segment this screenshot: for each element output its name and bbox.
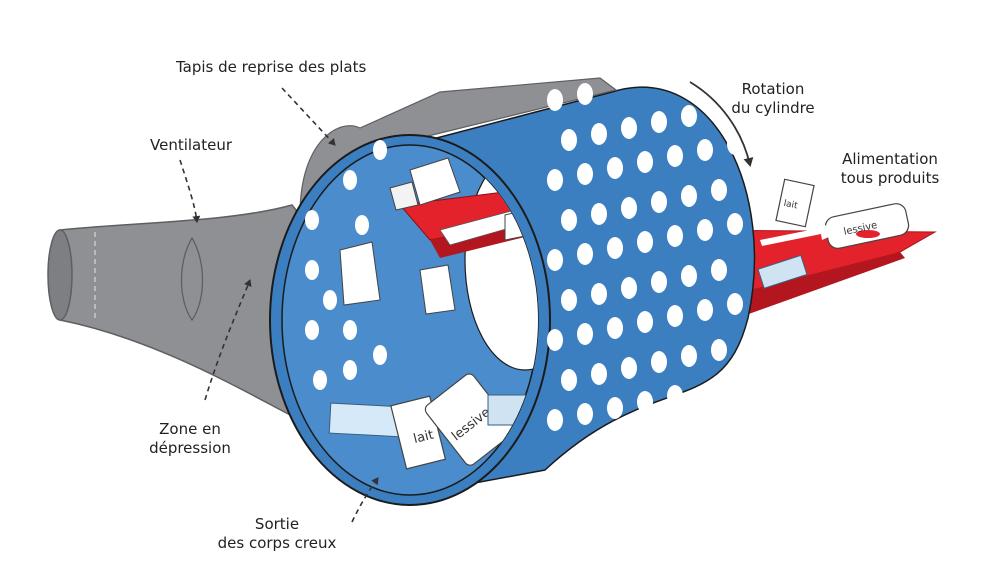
- cylinder-hole: [561, 289, 577, 311]
- cylinder-hole: [621, 357, 637, 379]
- cylinder-hole: [547, 89, 563, 111]
- cylinder-hole: [561, 129, 577, 151]
- interior-hole: [305, 320, 319, 340]
- interior-hole: [305, 260, 319, 280]
- cylinder-hole: [651, 271, 667, 293]
- interior-hole: [343, 170, 357, 190]
- cylinder-hole: [591, 203, 607, 225]
- cylinder-hole: [667, 145, 683, 167]
- cylinder-hole: [711, 259, 727, 281]
- sortie-label: Sortie des corps creux: [192, 515, 362, 553]
- cylinder-hole: [577, 323, 593, 345]
- cylinder-hole: [697, 219, 713, 241]
- cylinder-hole: [621, 117, 637, 139]
- cylinder-hole: [711, 339, 727, 361]
- cylinder-hole: [637, 231, 653, 253]
- cylinder-hole: [697, 139, 713, 161]
- rotation-label: Rotation du cylindre: [708, 80, 838, 118]
- interior-hole: [355, 215, 369, 235]
- cylinder-hole: [607, 397, 623, 419]
- cylinder-hole: [667, 305, 683, 327]
- cylinder-hole: [577, 243, 593, 265]
- zone-label: Zone en dépression: [135, 420, 245, 458]
- ventilateur-label: Ventilateur: [150, 136, 232, 155]
- alimentation-label: Alimentation tous produits: [815, 150, 965, 188]
- cylinder-hole: [591, 283, 607, 305]
- cylinder-hole: [621, 197, 637, 219]
- cylinder-hole: [681, 265, 697, 287]
- interior-hole: [373, 140, 387, 160]
- cylinder-hole: [727, 293, 743, 315]
- cylinder-hole: [651, 351, 667, 373]
- cylinder-hole: [667, 385, 683, 407]
- tapis-arrow: [282, 88, 335, 145]
- cylinder-hole: [547, 329, 563, 351]
- cylinder-hole: [651, 111, 667, 133]
- cylinder-hole: [621, 277, 637, 299]
- ventilator-duct: [48, 205, 300, 420]
- interior-hole: [373, 345, 387, 365]
- interior-hole: [305, 210, 319, 230]
- cylinder-hole: [711, 179, 727, 201]
- cylinder-hole: [547, 249, 563, 271]
- cylinder-hole: [637, 311, 653, 333]
- cylinder-hole: [547, 409, 563, 431]
- interior-hole: [343, 320, 357, 340]
- cylinder-hole: [577, 403, 593, 425]
- tapis-label: Tapis de reprise des plats: [176, 58, 366, 77]
- interior-hole: [313, 370, 327, 390]
- cylinder-hole: [667, 225, 683, 247]
- cylinder-hole: [591, 123, 607, 145]
- interior-hole: [323, 290, 337, 310]
- cylinder-hole: [727, 213, 743, 235]
- cylinder-hole: [607, 317, 623, 339]
- cylinder-hole: [697, 299, 713, 321]
- cylinder-hole: [591, 363, 607, 385]
- cylinder-hole: [607, 157, 623, 179]
- cylinder-hole: [561, 209, 577, 231]
- cylinder-hole: [681, 105, 697, 127]
- ventilateur-arrow: [180, 160, 197, 222]
- cylinder-hole: [577, 163, 593, 185]
- cylinder-hole: [681, 185, 697, 207]
- cylinder-hole: [561, 369, 577, 391]
- cylinder-hole: [577, 83, 593, 105]
- cylinder-hole: [547, 169, 563, 191]
- cylinder-hole: [651, 191, 667, 213]
- interior-hole: [343, 360, 357, 380]
- cylinder-hole: [681, 345, 697, 367]
- cylinder-hole: [607, 237, 623, 259]
- cylinder-hole: [637, 151, 653, 173]
- cylinder-hole: [637, 391, 653, 413]
